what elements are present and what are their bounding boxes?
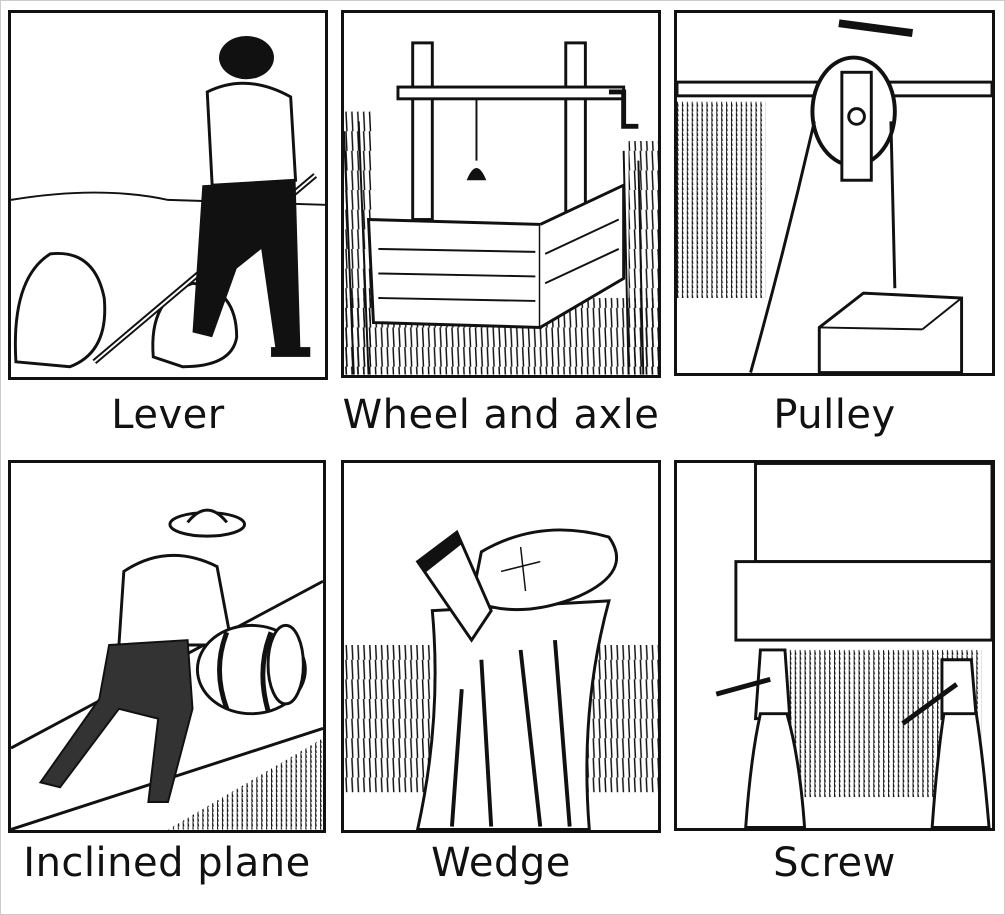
label-wedge: Wedge bbox=[431, 840, 571, 886]
panel-wheel-and-axle bbox=[341, 10, 661, 378]
label-wheel-and-axle: Wheel and axle bbox=[342, 392, 660, 438]
inclined-plane-illustration bbox=[11, 508, 323, 830]
panel-inclined-plane bbox=[8, 460, 326, 833]
wheel-and-axle-illustration bbox=[344, 41, 658, 375]
panel-wedge bbox=[341, 460, 661, 833]
label-screw: Screw bbox=[773, 840, 896, 886]
screw-illustration bbox=[715, 463, 992, 828]
panel-screw bbox=[674, 460, 995, 831]
pulley-illustration bbox=[677, 19, 992, 373]
wedge-illustration bbox=[344, 528, 658, 830]
panel-lever bbox=[8, 10, 328, 380]
label-pulley: Pulley bbox=[773, 392, 896, 438]
panel-pulley bbox=[674, 10, 995, 376]
lever-illustration bbox=[11, 36, 325, 369]
label-inclined-plane: Inclined plane bbox=[23, 840, 311, 886]
label-lever: Lever bbox=[111, 392, 225, 438]
